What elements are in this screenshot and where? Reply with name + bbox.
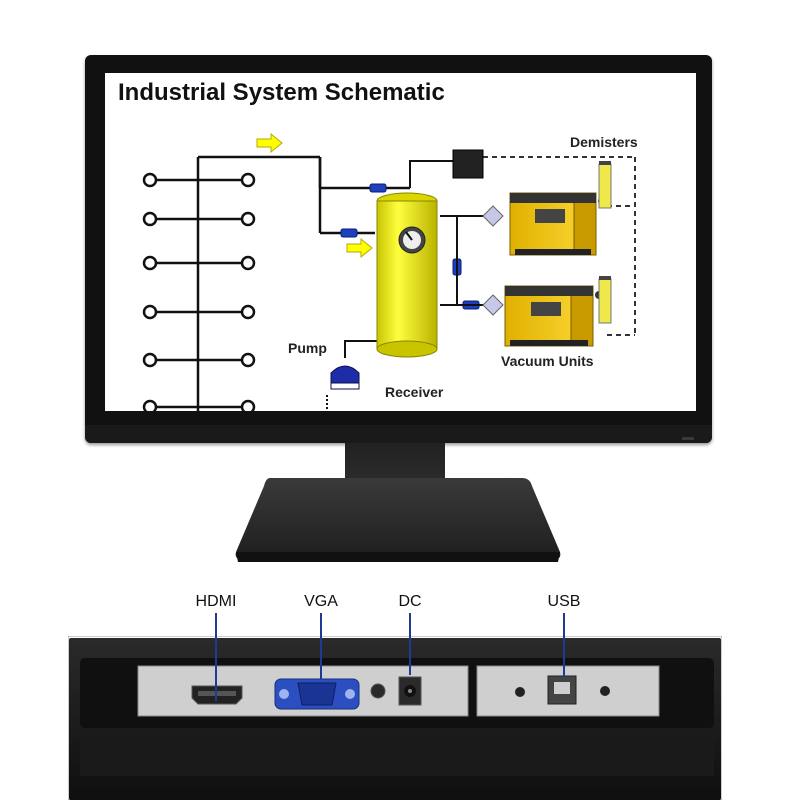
vga-pointer (320, 613, 322, 679)
screen-title: Industrial System Schematic (118, 79, 445, 106)
vacuum-units-label: Vacuum Units (501, 353, 594, 369)
usb-pointer (563, 613, 565, 677)
receiver-tank (376, 192, 438, 358)
manifold-node (142, 255, 158, 271)
manifold-node (240, 352, 256, 368)
vga-label: VGA (304, 593, 338, 610)
manifold-node (240, 399, 256, 411)
hdmi-label: HDMI (195, 593, 237, 610)
flow-arrow-icon (346, 237, 373, 259)
usb-port[interactable] (547, 675, 577, 705)
dc-port[interactable] (398, 676, 422, 706)
flow-arrow-icon (256, 132, 283, 154)
vga-port[interactable] (274, 678, 360, 710)
valve-icon (482, 205, 504, 227)
bezel-bottom (85, 425, 712, 443)
schematic-diagram (142, 132, 636, 411)
manifold-node (240, 255, 256, 271)
pump-icon (330, 365, 360, 390)
stand-base (235, 478, 561, 562)
manifold-node (142, 304, 158, 320)
manifold-node (142, 211, 158, 227)
control-lines (326, 160, 483, 411)
receiver-label: Receiver (385, 384, 444, 400)
rear-panel (68, 636, 722, 800)
power-indicator (682, 437, 694, 440)
manifold-node (240, 172, 256, 188)
control-box (452, 149, 484, 179)
dc-pointer (409, 613, 411, 675)
valve-icon (482, 294, 504, 316)
gauge-icon (398, 226, 426, 254)
manifold-node (142, 352, 158, 368)
manifold (157, 155, 410, 411)
demister-icon (598, 276, 612, 324)
manifold-node (240, 211, 256, 227)
vacuum-unit (509, 192, 606, 256)
vacuum-unit (504, 285, 603, 347)
monitor-screen: Industrial System Schematic Demisters Pu… (105, 73, 696, 411)
audio-jack[interactable] (370, 683, 386, 699)
manifold-node (240, 304, 256, 320)
usb-label: USB (547, 593, 581, 610)
dc-label: DC (398, 593, 422, 610)
screw-hole (515, 687, 525, 697)
hdmi-pointer (215, 613, 217, 701)
manifold-node (142, 399, 158, 411)
pump-label: Pump (288, 340, 327, 356)
demister-icon (598, 161, 612, 209)
dashed-signal-lines (483, 156, 636, 336)
pipe-connector (369, 183, 387, 193)
screw-hole (600, 686, 610, 696)
hdmi-port[interactable] (191, 685, 243, 705)
pipe-connector (340, 228, 358, 238)
manifold-node (142, 172, 158, 188)
manifold-nodes (142, 172, 256, 411)
demisters-label: Demisters (570, 134, 638, 150)
